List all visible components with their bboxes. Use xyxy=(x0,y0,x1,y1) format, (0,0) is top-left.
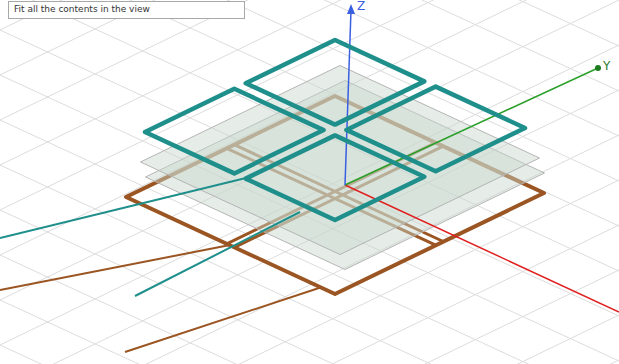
substrate-plane xyxy=(141,66,545,270)
tooltip-box: Fit all the contents in the view xyxy=(8,1,245,19)
tooltip-text: Fit all the contents in the view xyxy=(14,5,150,14)
axis-label: Z xyxy=(357,0,365,12)
upper-loop xyxy=(0,40,525,296)
axis-label: Y xyxy=(603,60,610,72)
